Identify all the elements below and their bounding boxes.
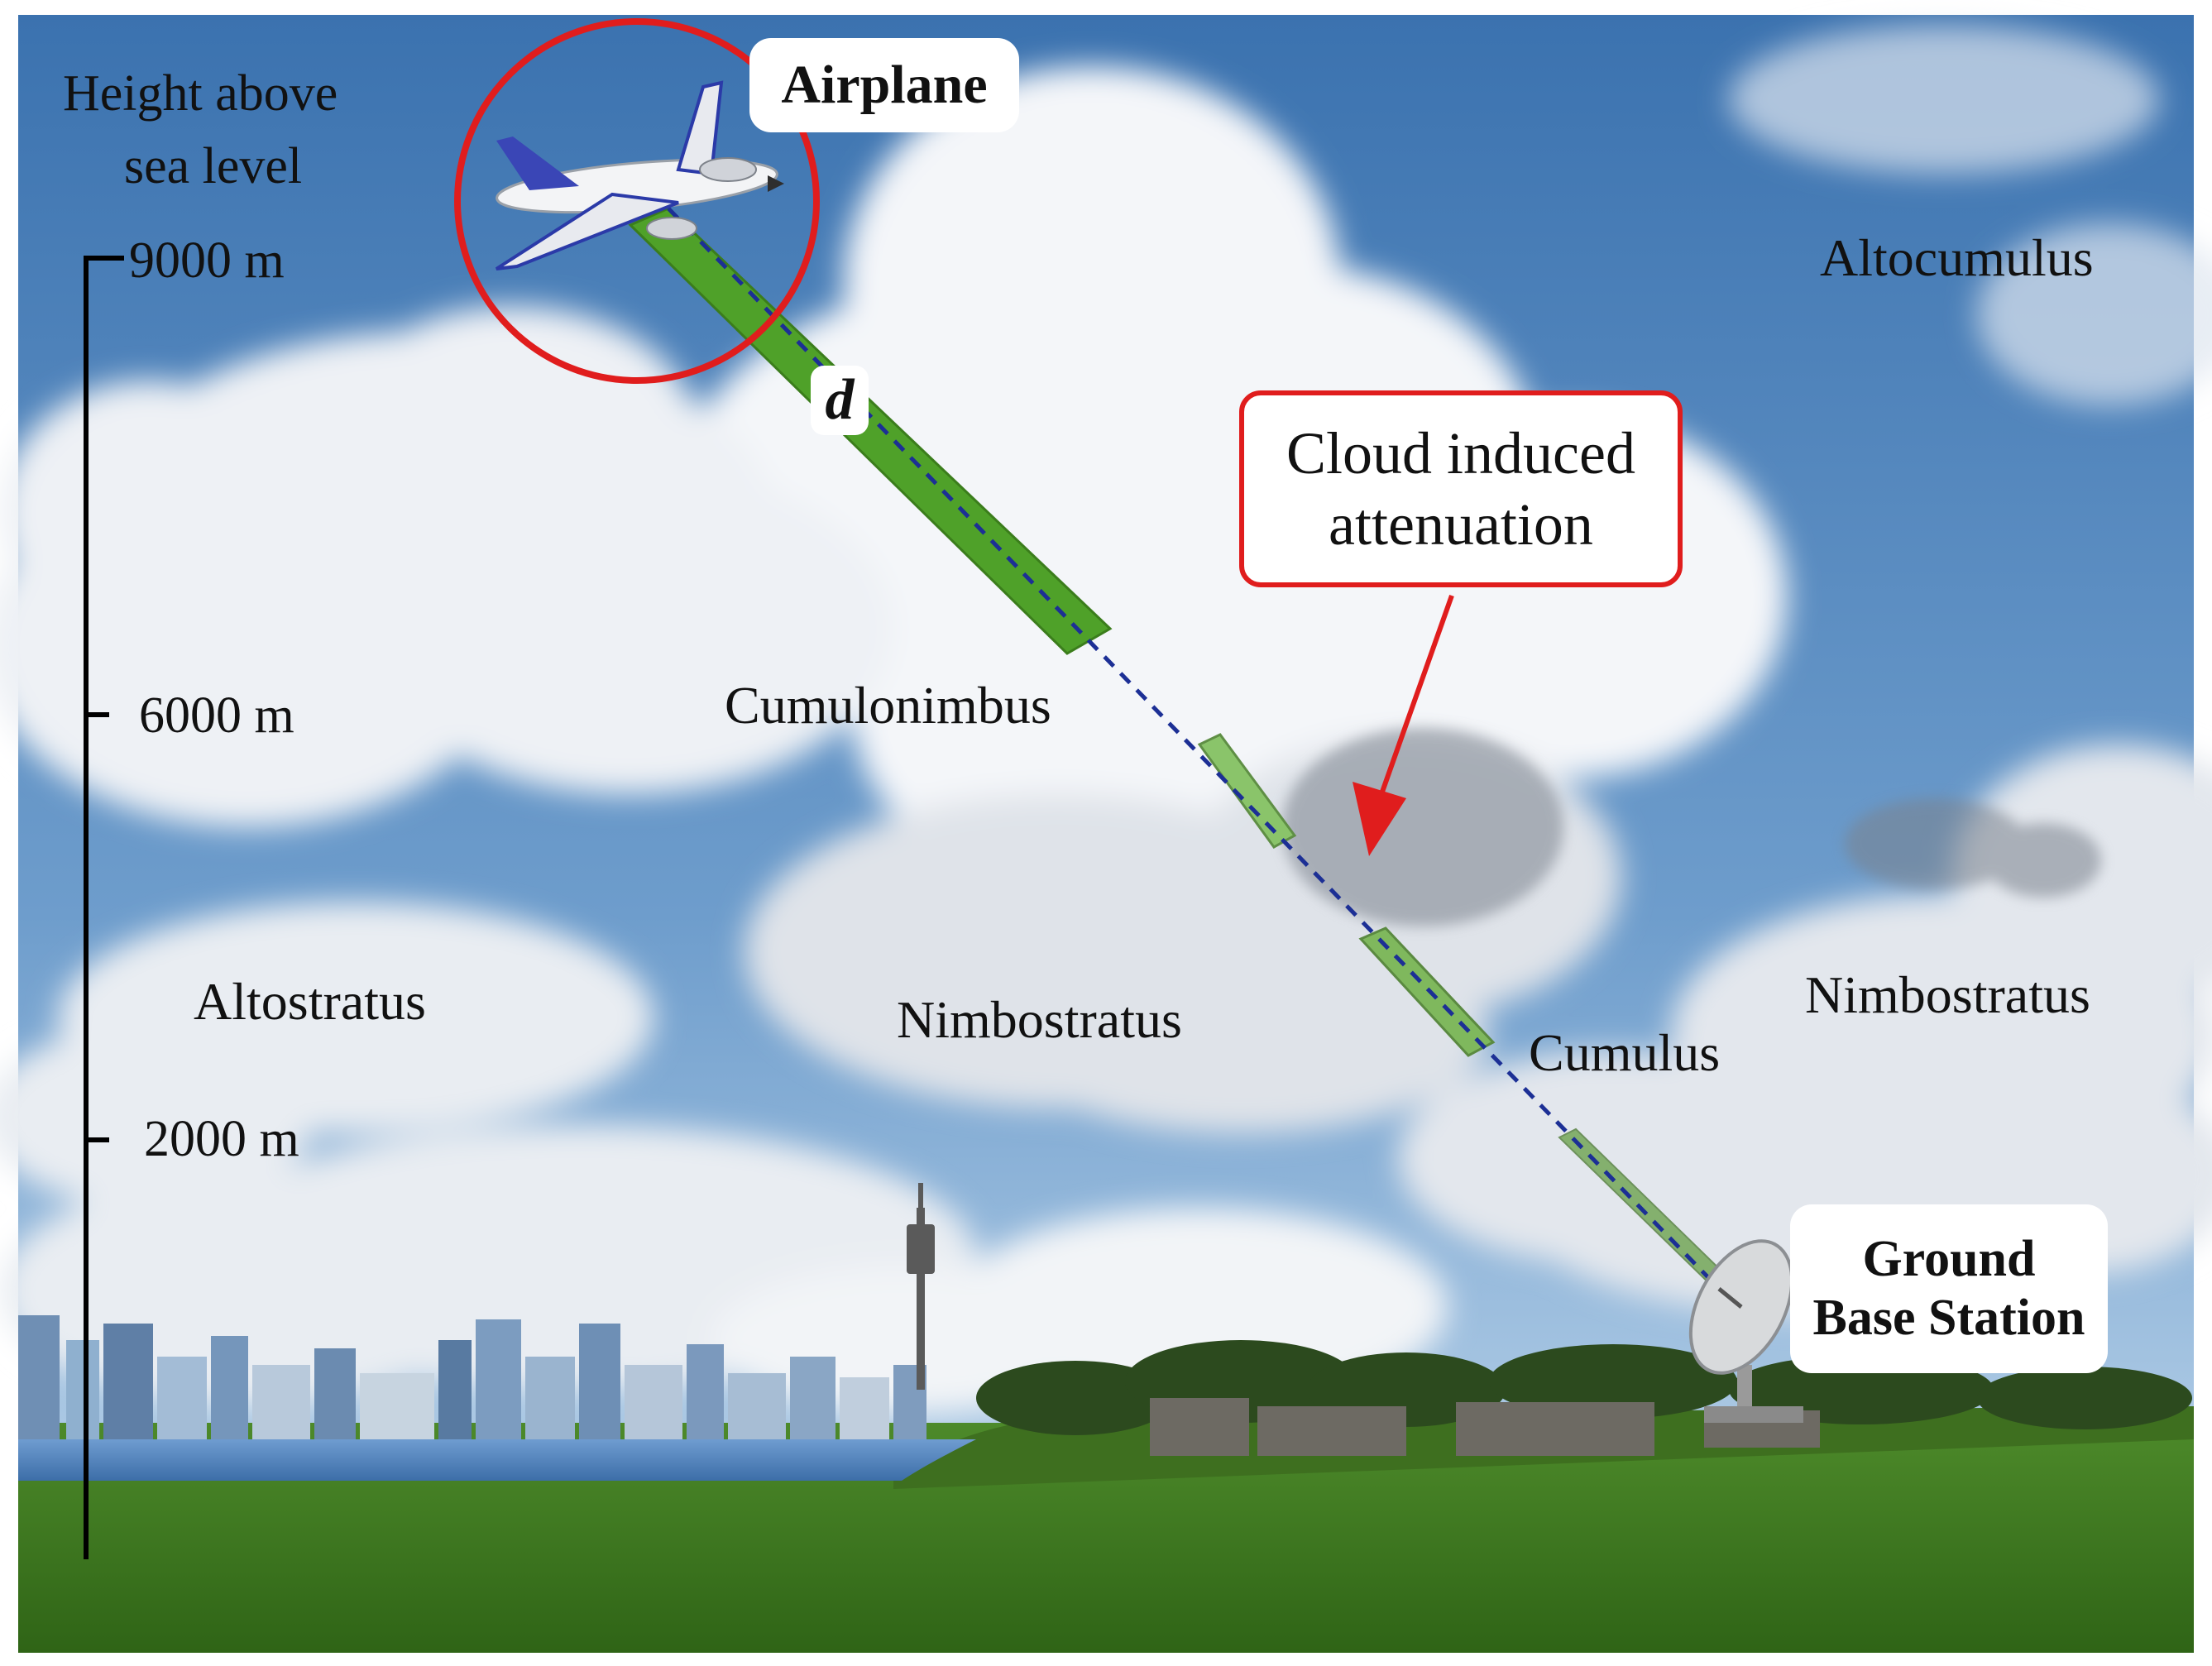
dark-clouds [1282,728,2101,926]
ground-station-label: Ground Base Station [1790,1204,2108,1373]
tower-icon [907,1183,935,1390]
callout-arrow [1353,594,1454,856]
cloud-label-altostratus: Altostratus [194,972,426,1031]
cloud-label-nimbostratus-right: Nimbostratus [1805,965,2090,1024]
cloud-label-nimbostratus-center: Nimbostratus [897,990,1182,1049]
city-skyline [18,1315,926,1439]
distance-label-text: d [825,368,855,432]
altocumulus-clouds [1729,25,2212,405]
axis-title-line2: sea level [124,138,303,194]
airplane-label-text: Airplane [781,55,988,115]
cloud-label-cumulus: Cumulus [1529,1023,1721,1082]
cloud-label-altocumulus: Altocumulus [1820,228,2094,287]
left-cloud-mass [0,306,893,827]
ground-station-label-line2: Base Station [1812,1290,2085,1346]
attenuation-callout-line1: Cloud induced [1286,419,1635,486]
satellite-dish-icon [1688,1239,1803,1423]
beam-segment-2 [1197,733,1297,849]
ground-station-label-line1: Ground [1862,1231,2036,1287]
airplane-highlight-circle [454,18,820,384]
distance-label: d [811,366,869,435]
height-axis [84,256,124,1559]
airplane-label: Airplane [749,38,1019,132]
axis-title-line1: Height above [63,65,338,122]
axis-tick-label-9000: 9000 m [129,232,285,289]
airplane-icon [495,80,784,270]
water [18,1439,976,1481]
axis-tick-label-6000: 6000 m [139,687,294,744]
cloud-label-cumulonimbus: Cumulonimbus [725,676,1051,735]
attenuation-callout-line2: attenuation [1329,491,1593,558]
axis-tick-label-2000: 2000 m [144,1111,299,1167]
attenuation-callout: Cloud induced attenuation [1239,390,1683,587]
